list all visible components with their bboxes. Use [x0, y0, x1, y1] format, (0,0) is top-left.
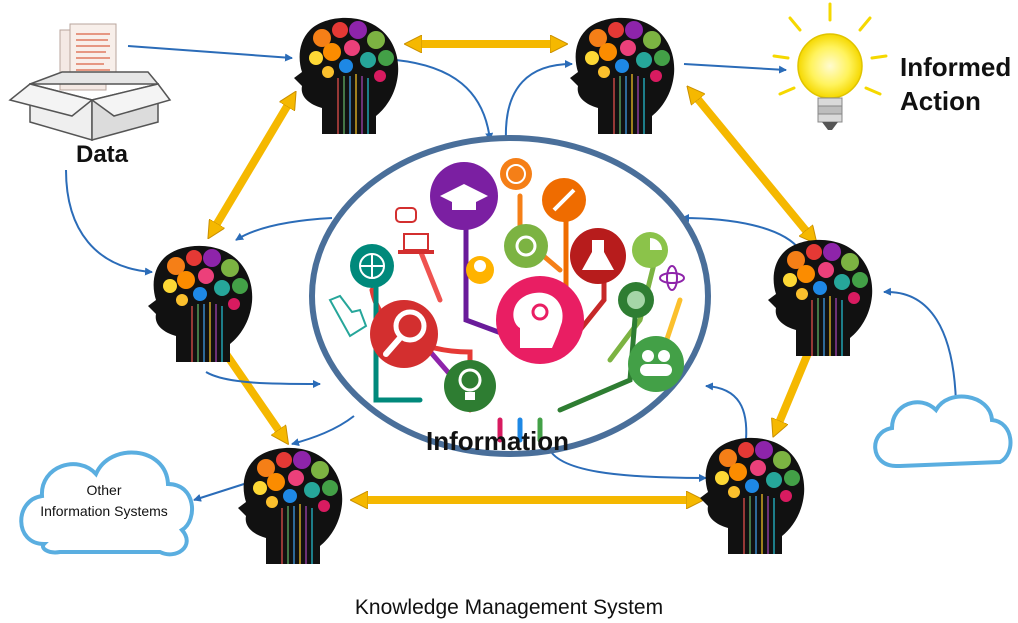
head-icon-lower-right — [699, 437, 805, 555]
blue-arrow-info-to-left — [235, 217, 333, 241]
earth-icon — [500, 158, 532, 190]
head-icon-top-left — [293, 17, 399, 135]
laptop-icon — [398, 233, 434, 254]
chat-bubble-icon — [395, 207, 417, 223]
other-systems-cloud-icon — [19, 450, 195, 557]
light-bulb-icon — [772, 2, 888, 130]
blue-arrow-data-to-top-left — [127, 45, 293, 62]
blue-arrow-right-to-info — [681, 214, 801, 251]
globe-icon — [350, 244, 394, 288]
magnifier-icon — [370, 300, 438, 368]
blue-arrow-info-to-lower-right — [547, 445, 707, 482]
blue-arrow-lower-right-to-info — [705, 382, 748, 441]
atom-icon — [659, 265, 685, 291]
blue-arrow-cloud-to-right — [883, 287, 957, 405]
people-icon — [628, 336, 684, 392]
blue-arrow-info-to-top-right — [504, 60, 573, 141]
head-icon-lower-left — [237, 447, 343, 565]
other-systems-label-line2: Information Systems — [40, 503, 168, 519]
diagram-caption: Knowledge Management System — [355, 596, 663, 619]
earth-leaf-icon — [618, 282, 654, 318]
blue-arrow-top-left-to-info — [395, 59, 494, 141]
gold-arrow-upper-left — [212, 98, 292, 232]
informed-action-label-line2: Action — [900, 86, 981, 116]
blue-arrow-top-right-to-bulb — [683, 63, 787, 74]
information-label: Information — [426, 426, 569, 456]
pencil-icon — [542, 178, 586, 222]
lightbulb-idea-icon — [444, 360, 496, 412]
blue-arrow-data-to-left — [65, 169, 153, 276]
graduation-cap-icon — [430, 162, 498, 230]
data-label: Data — [76, 141, 129, 168]
gear-icon — [504, 224, 548, 268]
blue-arrow-info-to-lower-left — [291, 415, 355, 447]
chart-pie-icon — [632, 232, 668, 268]
informed-action-label-line1: Informed — [900, 52, 1011, 82]
right-cloud-icon — [873, 394, 1013, 468]
gold-arrow-upper-right — [692, 92, 812, 238]
head-icon-right — [767, 239, 873, 357]
blue-arrow-lower-left-to-cloud — [193, 483, 245, 502]
blue-arrow-left-to-info — [205, 371, 321, 388]
hand-pointer-icon — [328, 294, 368, 338]
head-icon-top-right — [569, 17, 675, 135]
data-box-icon — [8, 23, 172, 141]
information-ellipse — [309, 135, 711, 457]
support-agent-icon — [466, 256, 494, 284]
flask-icon — [570, 228, 626, 284]
head-icon-left — [147, 245, 253, 363]
brain-head-icon — [496, 276, 584, 364]
blue-arrows — [65, 45, 957, 502]
other-systems-label-line1: Other — [86, 482, 121, 498]
